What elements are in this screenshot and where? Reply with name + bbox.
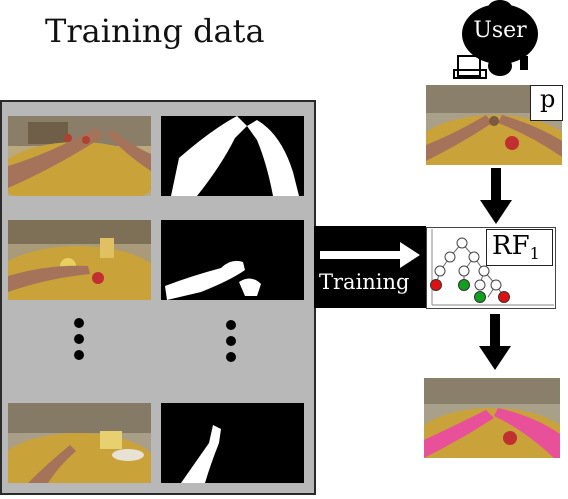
- mask-ellipsis-icon: [226, 320, 236, 362]
- training-photo-2: [8, 220, 151, 300]
- training-arrow-icon: [320, 242, 420, 268]
- rf-label-subscript: 1: [529, 244, 540, 263]
- p-label-box: [530, 85, 563, 121]
- down-arrow-icon-2: [479, 314, 511, 370]
- user-label: User: [473, 18, 527, 43]
- photo-ellipsis-icon: [74, 318, 84, 360]
- rf-label-box: [486, 229, 553, 266]
- training-arrow-block: [314, 226, 426, 308]
- training-mask-2: [161, 220, 304, 300]
- p-label: p: [540, 85, 556, 113]
- rf-label-text: RF: [492, 231, 530, 261]
- training-mask-3: [161, 403, 304, 483]
- training-label: Training: [319, 270, 410, 294]
- down-arrow-icon-1: [480, 168, 512, 224]
- user-silhouette-icon: [453, 0, 538, 79]
- segmentation-result-photo: [424, 378, 560, 458]
- training-photo-1: [8, 116, 151, 196]
- training-photo-3: [8, 403, 151, 483]
- decision-tree-icon: [430, 229, 554, 306]
- training-data-title: Training data: [45, 12, 265, 50]
- training-mask-1: [161, 116, 304, 196]
- rf-label: RF1: [492, 231, 540, 263]
